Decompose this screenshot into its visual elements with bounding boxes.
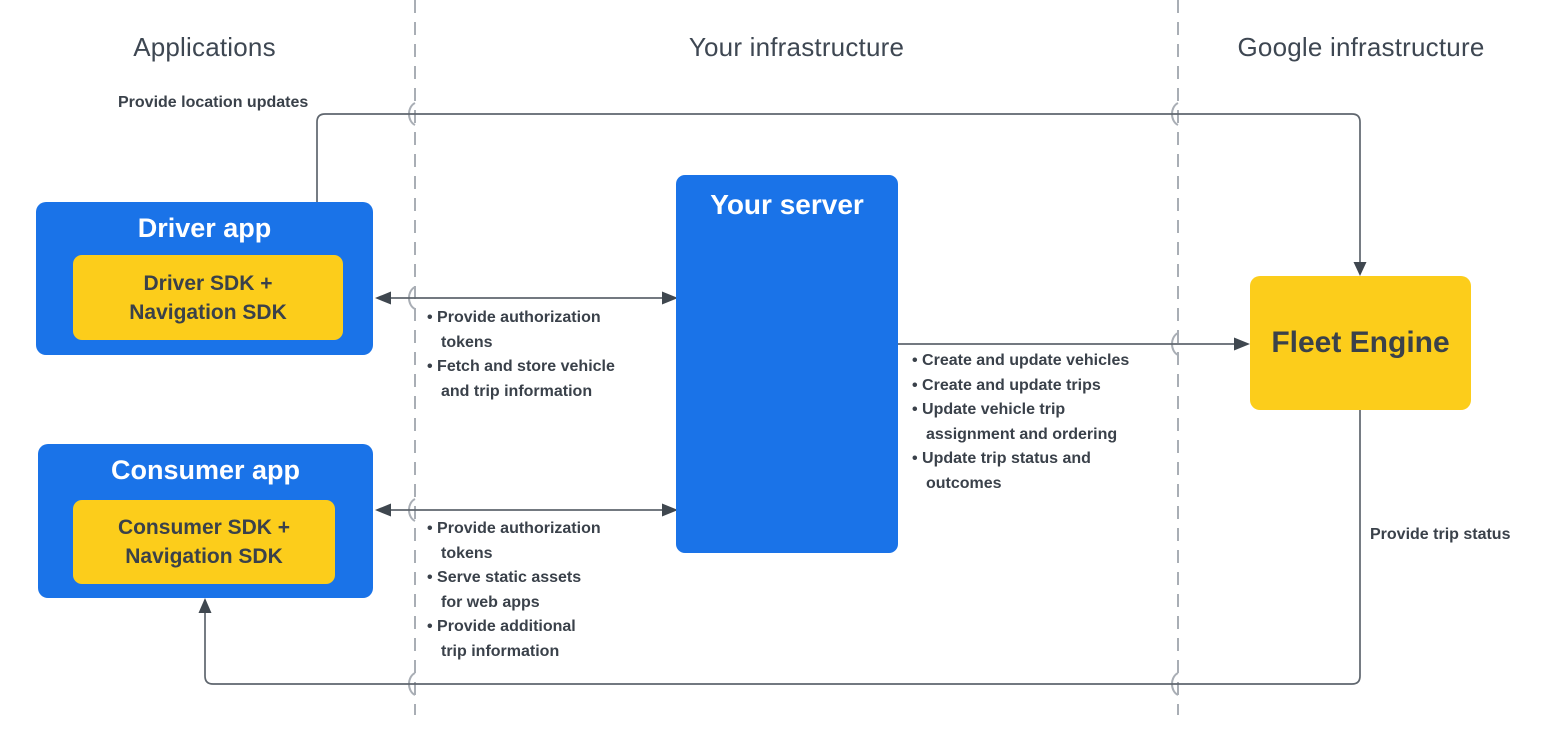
arrowhead-left-icon — [375, 291, 391, 305]
arrowhead-right-icon — [662, 291, 678, 305]
consumer-app-box: Consumer app Consumer SDK + Navigation S… — [38, 444, 373, 598]
list-item: Fetch and store vehicle and trip informa… — [427, 355, 677, 404]
server-fleet-responsibilities: Create and update vehicles Create and up… — [912, 349, 1182, 496]
edge-server-fleet — [898, 337, 1250, 351]
edge-fleet-to-consumer-trip-status — [198, 410, 1361, 685]
label-provide-location-updates: Provide location updates — [118, 94, 309, 111]
list-item: Update trip status and outcomes — [912, 447, 1182, 496]
label-provide-trip-status: Provide trip status — [1370, 526, 1511, 543]
list-item: Update vehicle trip assignment and order… — [912, 398, 1182, 447]
consumer-app-title: Consumer app — [110, 455, 301, 485]
driver-app-box: Driver app Driver SDK + Navigation SDK — [36, 202, 373, 355]
column-header-google-infrastructure: Google infrastructure — [1237, 32, 1485, 62]
list-item: Provide authorization tokens — [427, 306, 677, 355]
arrowhead-up-icon — [198, 598, 212, 613]
your-server-title: Your server — [710, 189, 864, 220]
fleet-engine-box: Fleet Engine — [1250, 276, 1471, 410]
column-header-applications: Applications — [133, 32, 276, 62]
edge-consumer-server — [375, 503, 678, 517]
list-item: Serve static assets for web apps — [427, 566, 677, 615]
edge-driver-server — [375, 291, 678, 305]
fleet-engine-title: Fleet Engine — [1271, 326, 1450, 359]
arrowhead-right-icon — [1234, 337, 1250, 351]
list-item: Create and update trips — [912, 374, 1182, 399]
arrowhead-left-icon — [375, 503, 391, 517]
list-item: Create and update vehicles — [912, 349, 1182, 374]
consumer-sdk-box: Consumer SDK + Navigation SDK — [73, 500, 335, 584]
driver-app-title: Driver app — [137, 213, 272, 243]
arrowhead-right-icon — [662, 503, 678, 517]
consumer-server-responsibilities: Provide authorization tokens Serve stati… — [427, 517, 677, 664]
edge-driver-to-fleet-location-updates — [316, 113, 1367, 276]
driver-sdk-box: Driver SDK + Navigation SDK — [73, 255, 343, 340]
list-item: Provide authorization tokens — [427, 517, 677, 566]
your-server-box: Your server — [676, 175, 898, 553]
list-item: Provide additional trip information — [427, 615, 677, 664]
column-header-your-infrastructure: Your infrastructure — [688, 32, 905, 62]
driver-server-responsibilities: Provide authorization tokens Fetch and s… — [427, 306, 677, 404]
arrowhead-down-icon — [1353, 262, 1367, 276]
